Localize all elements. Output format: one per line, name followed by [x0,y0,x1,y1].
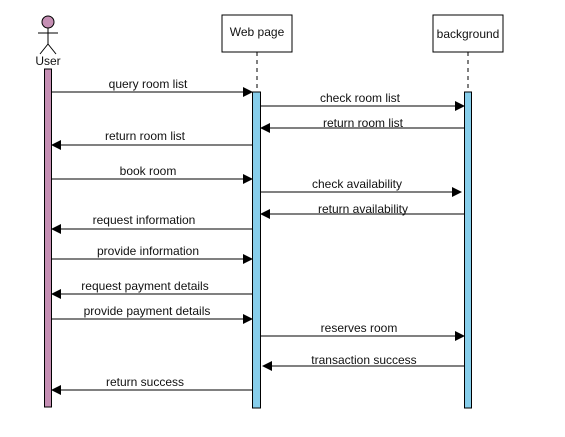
activation-bar-user [44,68,52,408]
message-label: request payment details [81,279,208,293]
message-label: transaction success [311,353,416,367]
message: return room list [260,116,464,133]
message: return availability [260,202,464,219]
message-label: book room [120,164,177,178]
message: return success [51,375,252,395]
participant-label-user: User [35,54,60,68]
participant-label-background: background [437,27,500,41]
message: provide information [52,244,253,264]
message: transaction success [262,353,464,371]
participant-webpage: Web page [221,14,293,409]
message: check availability [261,177,462,197]
message-label: check room list [320,91,401,105]
actor-icon [38,15,58,55]
participant-box-webpage [221,14,293,53]
message-label: check availability [312,177,402,191]
message-label: return room list [105,129,186,143]
message: provide payment details [52,304,253,324]
message-label: return room list [323,116,404,130]
message-label: return availability [318,202,408,216]
message: request payment details [51,279,252,299]
activation-bar-webpage [252,91,261,409]
message-label: request information [93,213,196,227]
message-label: provide payment details [84,304,211,318]
message: reserves room [261,321,465,341]
message-label: provide information [97,244,199,258]
message: book room [52,164,253,184]
message: request information [51,213,252,234]
message-label: return success [106,375,184,389]
activation-bar-background [464,91,472,409]
message: query room list [52,77,253,97]
message-label: query room list [109,77,188,91]
message: check room list [261,91,465,111]
participant-label-webpage: Web page [230,25,285,39]
message-label: reserves room [321,321,398,335]
participant-user: User [35,15,61,408]
message: return room list [51,129,252,150]
participant-background: background [432,14,504,409]
